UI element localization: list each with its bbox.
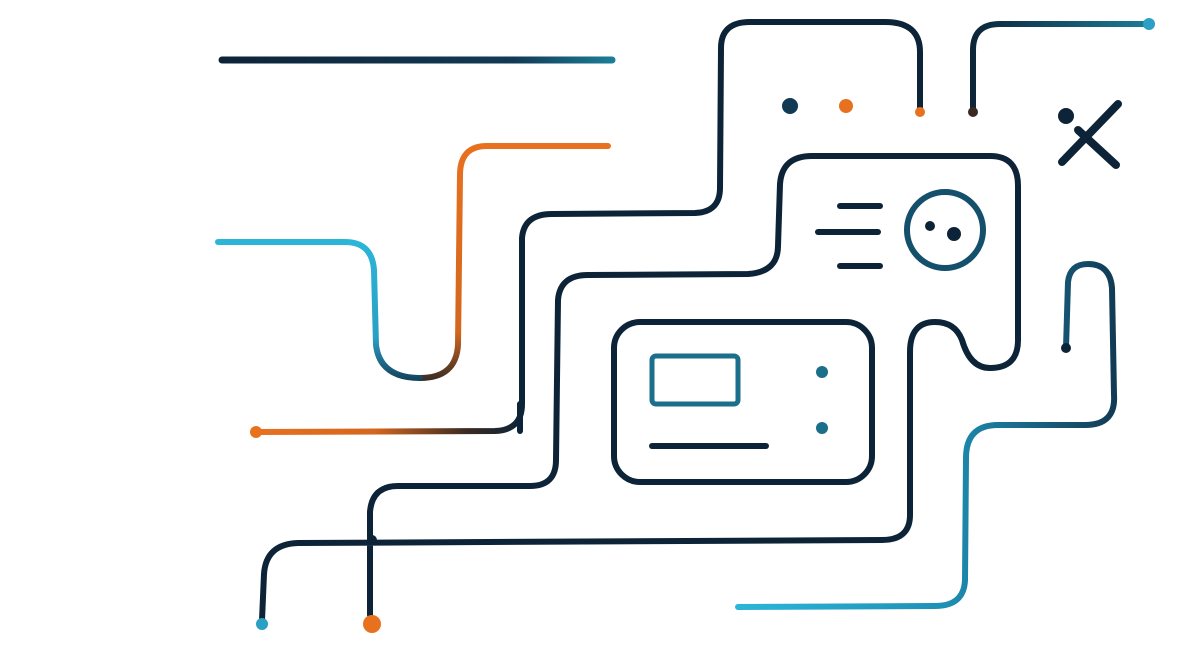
terminal-dot-icon	[968, 107, 978, 117]
terminal-dot-icon	[1061, 343, 1071, 353]
device-screen	[649, 353, 741, 407]
terminal-dot-icon	[782, 98, 798, 114]
terminal-dot-icon	[363, 615, 381, 633]
terminal-dot-icon	[915, 107, 925, 117]
top-right-line	[970, 21, 1152, 113]
close-pen-icon	[1058, 100, 1122, 169]
terminal-dot-icon	[816, 366, 828, 378]
terminal-dot-icon	[1058, 108, 1074, 124]
terminal-dot-icon	[367, 535, 377, 545]
right-lower-trace	[735, 261, 1118, 610]
card-with-avatar-icon	[904, 189, 986, 271]
cyan-curve-line	[215, 239, 423, 381]
card-outline	[259, 153, 1021, 623]
terminal-dot-icon	[1143, 18, 1155, 30]
terminal-dot-icon	[250, 426, 262, 438]
terminal-dot-icon	[839, 99, 853, 113]
terminal-dot-icon	[947, 227, 961, 241]
terminal-dot-icon	[925, 221, 935, 231]
orange-curve-line	[417, 143, 611, 381]
terminal-dot-icon	[816, 422, 828, 434]
terminal-dots	[250, 18, 1155, 633]
device-panel-icon	[611, 319, 875, 485]
terminal-dot-icon	[256, 618, 268, 630]
